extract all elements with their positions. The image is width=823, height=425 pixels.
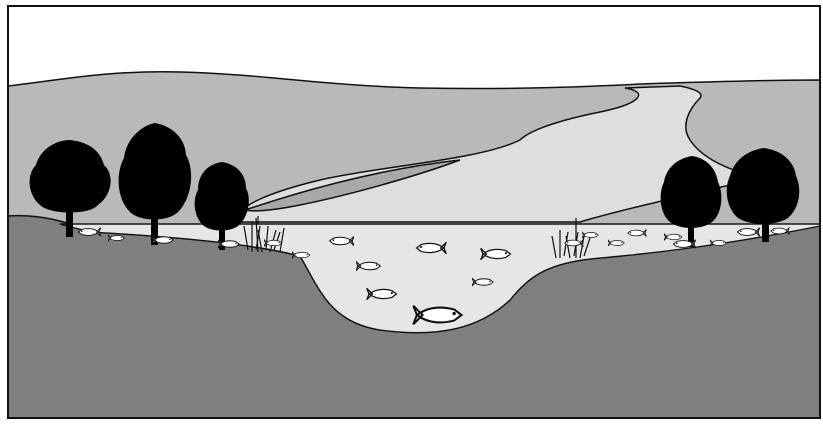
river-cross-section-diagram	[0, 0, 823, 425]
